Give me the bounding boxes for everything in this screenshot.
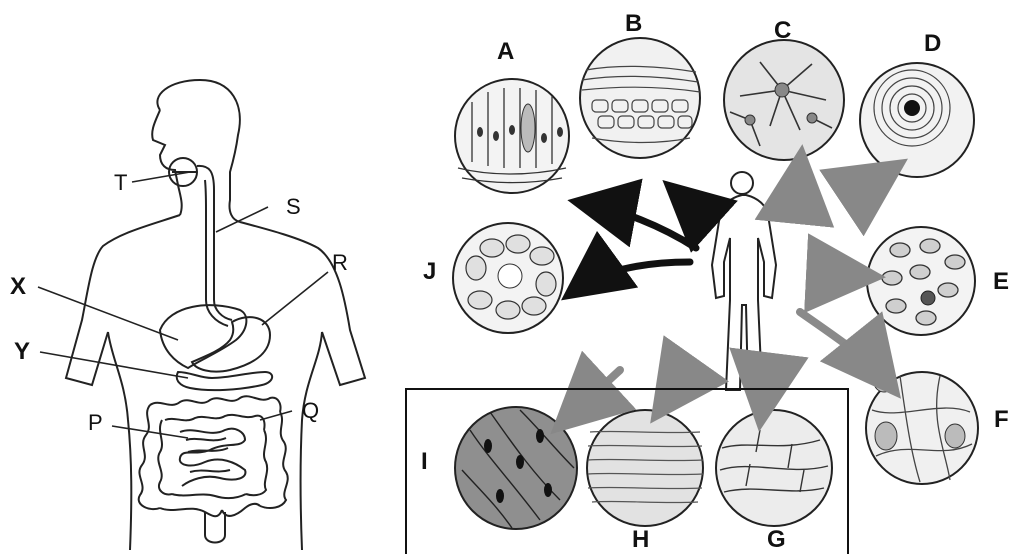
liver-shape [160,305,246,368]
human-silhouette [712,172,776,390]
label-y: Y [14,340,30,364]
label-c: C [774,19,791,43]
label-h: H [632,528,649,552]
tissue-e-circle [867,227,975,335]
tissue-a-circle [455,79,569,193]
tissue-g-circle [716,410,832,526]
esophagus [197,166,232,326]
label-b: B [625,12,642,36]
label-r: R [332,252,348,274]
dark-arrows [578,194,698,288]
pancreas-shape [177,372,272,390]
leader-lines [38,172,328,438]
tissue-h-circle [587,410,703,526]
small-intestine [180,429,246,486]
label-d: D [924,32,941,56]
label-e: E [993,270,1009,294]
label-a: A [497,40,514,64]
label-j: J [423,260,436,284]
label-s: S [286,196,301,218]
tissue-b-circle [580,38,700,158]
tissue-f-circle [866,372,978,484]
tissue-j-circle [453,223,563,333]
mouth-region [169,158,197,186]
label-i: I [421,450,428,474]
tissue-d-circle [860,63,974,177]
label-x: X [10,275,26,299]
label-f: F [994,408,1009,432]
tissue-c-circle [724,40,844,160]
label-q: Q [302,400,319,422]
label-t: T [114,172,127,194]
label-g: G [767,528,786,552]
large-intestine [139,396,288,516]
tissue-i-circle [455,407,577,529]
label-p: P [88,412,103,434]
